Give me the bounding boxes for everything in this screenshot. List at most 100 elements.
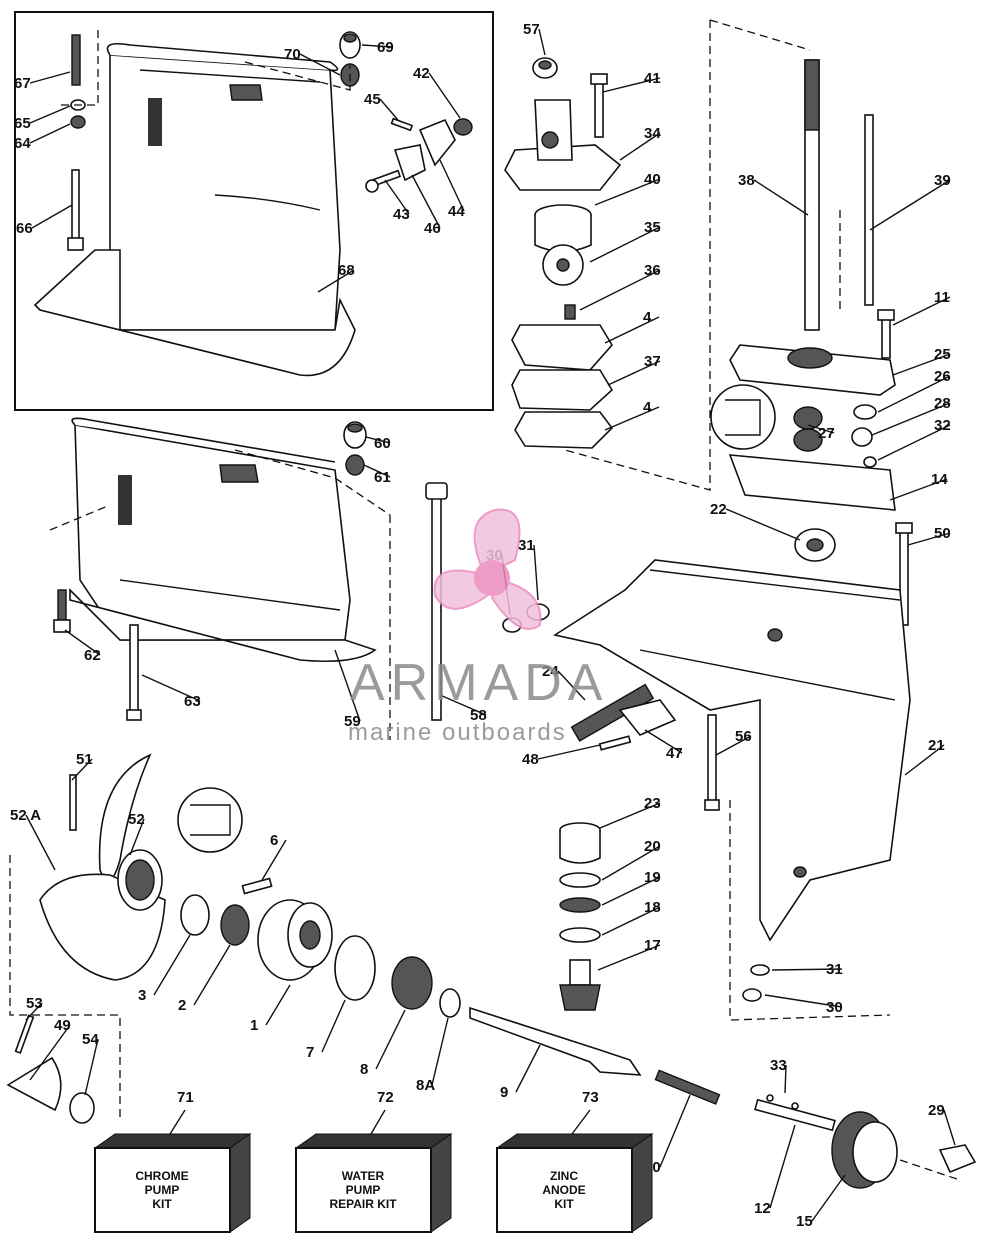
leader-line-6 [261,839,287,881]
nut-64 [70,115,86,129]
plate-37 [511,369,614,411]
part-label-46: 46 [424,220,441,237]
part-label-25: 25 [934,346,951,363]
leader-line-4 [604,316,660,344]
part-label-1: 1 [250,1017,258,1034]
leader-line-20 [601,845,661,881]
leader-line-60 [365,436,391,444]
part-label-63: 63 [184,693,201,710]
kit-73-line-1: ZINC [550,1169,578,1183]
bushing-57 [532,57,558,79]
part-label-7: 7 [306,1044,314,1061]
leader-line-56 [715,735,752,756]
key-36 [564,304,576,320]
leader-line-29 [943,1109,956,1146]
part-label-21: 21 [928,737,945,754]
part-label-68: 68 [338,262,355,279]
kit-73-line-3: KIT [554,1197,574,1211]
bearing-housing-1 [257,899,333,981]
leader-line-64 [29,123,71,144]
washer-54 [69,1092,95,1124]
leader-line-8a [431,1017,449,1086]
part-label-40: 40 [644,171,661,188]
part-label-52: 52 [128,811,145,828]
leader-line-66 [31,204,73,229]
watermark-brand: ARMADA [350,654,608,712]
gear-8 [391,956,433,1010]
part-label-49: 49 [54,1017,71,1034]
leader-line-23 [599,802,661,829]
leader-lines [25,28,956,1222]
kit-ref-72: 72 [377,1089,394,1106]
leader-line-47 [644,729,683,754]
bolt-58 [425,482,448,721]
leader-line-25 [892,353,951,376]
part-label-33: 33 [770,1057,787,1074]
leader-line-59 [334,649,361,722]
part-label-35: 35 [644,219,661,236]
plate-25 [729,344,896,396]
leader-line-31 [533,544,539,601]
leader-line-17 [597,944,661,971]
pin-24 [570,683,655,742]
part-label-17: 17 [644,937,661,954]
propeller-logo-icon [433,508,542,630]
leader-line-3 [153,934,191,996]
seal-detail-27 [710,384,823,452]
gear-15 [831,1111,898,1189]
gasket-14 [728,454,896,511]
part-label-52a: 52 A [10,807,41,824]
leader-line-41 [602,77,661,93]
kit-leader-71 [169,1109,186,1135]
screw-48 [598,735,632,751]
leader-line-10 [659,1094,691,1168]
kit-72-line-3: REPAIR KIT [329,1197,397,1211]
leader-line-44 [439,159,465,212]
part-label-59: 59 [344,713,361,730]
leader-line-22 [725,508,801,541]
leader-line-27 [807,424,835,434]
part-label-20: 20 [644,838,661,855]
leader-line-67 [29,71,71,84]
screw-6 [241,877,273,895]
leader-line-42 [428,72,461,119]
leader-line-43 [384,179,410,215]
bushing-60 [343,421,367,449]
o-ring-26 [853,404,877,420]
leader-line-34 [619,132,661,161]
part-label-50: 50 [934,525,951,542]
pump-cup-40 [534,204,592,253]
part-label-4: 4 [643,309,652,326]
kit-leader-73 [571,1109,591,1135]
stud-56 [704,714,720,811]
part-label-24: 24 [542,663,559,680]
leader-line-62 [64,629,101,656]
watermark: ARMADA marine outboards [348,508,608,746]
part-label-62: 62 [84,647,101,664]
bushing-28 [851,427,873,447]
part-label-36: 36 [644,262,661,279]
part-label-9: 9 [500,1084,508,1101]
part-label-14: 14 [931,471,948,488]
part-label-47: 47 [666,745,683,762]
screw-62 [53,589,71,633]
leader-line-33 [784,1064,787,1094]
part-label-12: 12 [754,1200,771,1217]
leader-line-1 [265,984,291,1026]
part-label-53: 53 [26,995,43,1012]
kit-leader-72 [370,1109,386,1135]
leader-line-4 [604,406,660,431]
part-label-70: 70 [284,46,301,63]
part-label-67: 67 [14,75,31,92]
part-label-61: 61 [374,469,391,486]
leader-line-52a [25,814,56,871]
kit-72-line-1: WATER [342,1169,385,1183]
nut-29 [938,1144,977,1174]
part-label-11: 11 [934,289,950,306]
part-label-48: 48 [522,751,539,768]
part-label-44: 44 [448,203,465,220]
leader-line-40 [594,178,661,206]
part-label-15: 15 [796,1213,813,1230]
